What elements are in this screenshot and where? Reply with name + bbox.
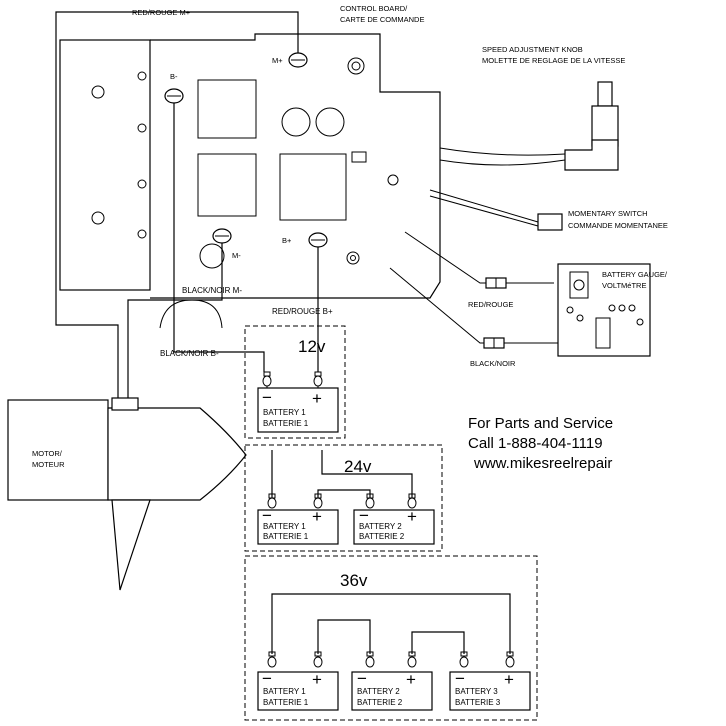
minus-sign: − [455, 669, 465, 688]
battery-36v-3 [449, 671, 531, 711]
control-board [150, 33, 441, 299]
minus-sign: − [262, 388, 272, 407]
battery-24v-2 [353, 509, 435, 545]
terminal-post [267, 493, 417, 509]
label-red-rouge: RED/ROUGE [468, 300, 513, 309]
fuse-red [485, 277, 507, 289]
service-line-1: For Parts and Service [468, 415, 613, 432]
terminal-m-minus [212, 228, 232, 244]
label-control-board: CONTROL BOARD/ [340, 4, 408, 13]
plus-sign: + [406, 670, 416, 689]
label-speed-knob: SPEED ADJUSTMENT KNOB [482, 45, 583, 54]
motor [7, 397, 247, 591]
labels: RED/ROUGE M+ CONTROL BOARD/ CARTE DE COM… [32, 4, 668, 469]
battery-label: BATTERY 3 [455, 687, 498, 696]
label-momentary-switch-fr: COMMANDE MOMENTANEE [568, 221, 668, 230]
battery-label: BATTERY 1 [263, 687, 306, 696]
battery-12v-1 [257, 387, 339, 433]
terminal-post [267, 651, 515, 668]
plus-sign: + [312, 670, 322, 689]
battery-label-fr: BATTERIE 2 [359, 532, 405, 541]
voltage-12v: 12v [298, 337, 326, 356]
service-info: For Parts and Service Call 1-888-404-111… [468, 415, 613, 472]
label-speed-knob-fr: MOLETTE DE REGLAGE DE LA VITESSE [482, 56, 625, 65]
label-black-noir: BLACK/NOIR [470, 359, 516, 368]
battery-label-fr: BATTERIE 2 [357, 698, 403, 707]
label-b-minus: B- [170, 72, 178, 81]
label-battery-gauge-fr: VOLTMéTRE [602, 281, 646, 290]
battery-gauge [557, 263, 651, 357]
voltage-36v: 36v [340, 571, 368, 590]
battery-label-fr: BATTERIE 1 [263, 419, 309, 428]
label-momentary-switch: MOMENTARY SWITCH [568, 209, 648, 218]
momentary-switch [537, 213, 563, 231]
label-red-m-plus: RED/ROUGE M+ [132, 8, 191, 17]
minus-sign: − [357, 669, 367, 688]
config-36v: 36v − + − + − + BATTERY 1 BATTERIE 1 BAT… [244, 555, 538, 721]
battery-24v-1 [257, 509, 339, 545]
terminal-b-plus [308, 232, 328, 248]
service-phone: Call 1-888-404-1119 [468, 435, 603, 452]
minus-sign: − [262, 669, 272, 688]
minus-sign: − [262, 506, 272, 525]
label-battery-gauge: BATTERY GAUGE/ [602, 270, 668, 279]
battery-label: BATTERY 2 [357, 687, 400, 696]
wires [55, 11, 566, 398]
terminal-b-minus [164, 88, 184, 104]
label-control-board-fr: CARTE DE COMMANDE [340, 15, 424, 24]
battery-label-fr: BATTERIE 1 [263, 532, 309, 541]
battery-label-fr: BATTERIE 3 [455, 698, 501, 707]
battery-label: BATTERY 1 [263, 408, 306, 417]
terminal-post [313, 371, 323, 388]
speed-adjustment-knob [564, 81, 619, 171]
service-website: www.mikesreelrepair [473, 455, 612, 472]
terminal-post [262, 371, 272, 388]
label-m-minus: M- [232, 251, 241, 260]
config-24v: 24v − + − + BATTERY 1 BATTERIE 1 BATTERY… [244, 444, 443, 552]
config-12v: 12v − + BATTERY 1 BATTERIE 1 [244, 325, 346, 439]
label-red-b-plus: RED/ROUGE B+ [272, 307, 333, 316]
plus-sign: + [407, 507, 417, 526]
plus-sign: + [504, 670, 514, 689]
battery-36v-2 [351, 671, 433, 711]
fuse-black [483, 337, 505, 349]
label-black-b-minus: BLACK/NOIR B- [160, 349, 219, 358]
terminal-m-plus [288, 52, 308, 68]
heat-sink-panel [59, 39, 151, 291]
battery-label-fr: BATTERIE 1 [263, 698, 309, 707]
voltage-24v: 24v [344, 457, 372, 476]
battery-label: BATTERY 1 [263, 522, 306, 531]
label-b-plus: B+ [282, 236, 292, 245]
plus-sign: + [312, 389, 322, 408]
label-motor-fr: MOTEUR [32, 460, 65, 469]
label-black-m-minus: BLACK/NOIR M- [182, 286, 242, 295]
minus-sign: − [359, 506, 369, 525]
battery-36v-1 [257, 671, 339, 711]
label-m-plus: M+ [272, 56, 283, 65]
battery-label: BATTERY 2 [359, 522, 402, 531]
label-motor: MOTOR/ [32, 449, 63, 458]
plus-sign: + [312, 507, 322, 526]
